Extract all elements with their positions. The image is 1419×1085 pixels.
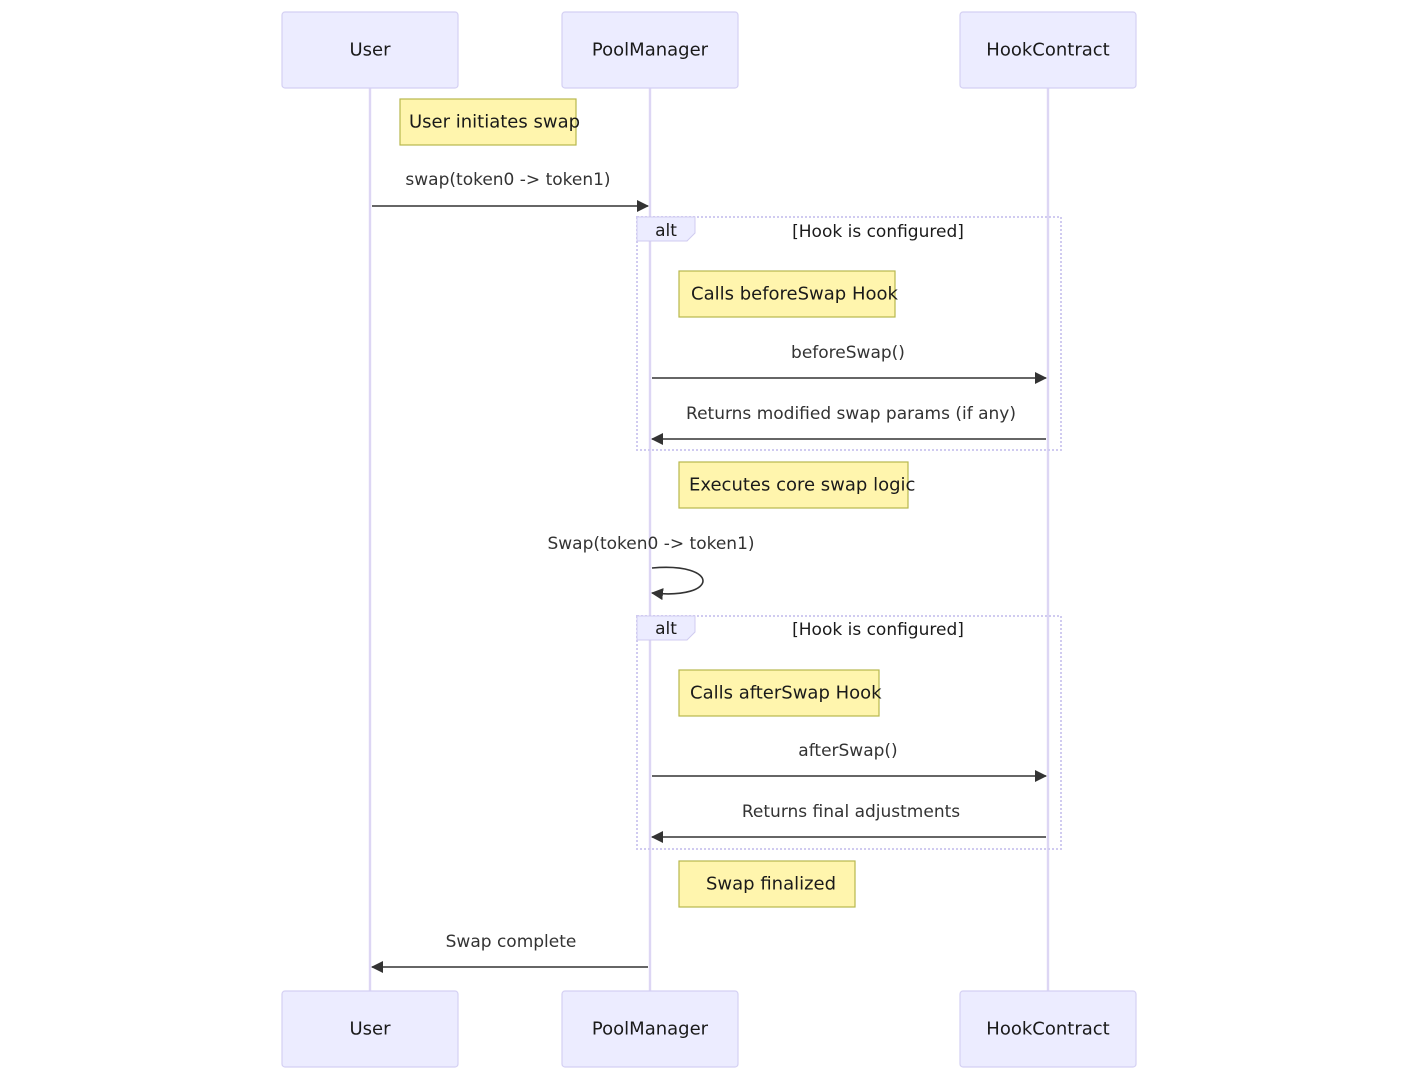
message-self-swap-arrow	[651, 566, 704, 601]
note-user-initiates-swap-text: User initiates swap	[409, 112, 580, 133]
message-self-swap-label: Swap(token0 -> token1)	[547, 534, 754, 554]
actor-poolmanager-bottom-label: PoolManager	[592, 1019, 709, 1040]
note-swap-finalized: Swap finalized	[678, 860, 856, 908]
actor-user-top: User	[281, 11, 459, 89]
alt-block-before-condition: [Hook is configured]	[792, 222, 964, 242]
actor-hookcontract-bottom-label: HookContract	[986, 1019, 1109, 1040]
actor-poolmanager-bottom: PoolManager	[561, 990, 739, 1068]
note-executes-core-text: Executes core swap logic	[689, 475, 915, 496]
message-beforeswap-label: beforeSwap()	[791, 343, 905, 363]
alt-block-before-label: alt	[655, 221, 677, 241]
note-calls-afterswap: Calls afterSwap Hook	[678, 669, 882, 717]
alt-block-before: alt [Hook is configured]	[636, 216, 1062, 451]
note-calls-afterswap-text: Calls afterSwap Hook	[690, 683, 882, 704]
note-user-initiates-swap: User initiates swap	[399, 98, 580, 146]
alt-block-after-condition: [Hook is configured]	[792, 620, 964, 640]
actor-user-bottom-label: User	[349, 1019, 391, 1040]
actor-poolmanager-top-label: PoolManager	[592, 40, 709, 61]
note-executes-core: Executes core swap logic	[678, 461, 915, 509]
note-calls-beforeswap-text: Calls beforeSwap Hook	[691, 284, 899, 305]
alt-block-after-label: alt	[655, 619, 677, 639]
actor-hookcontract-top: HookContract	[959, 11, 1137, 89]
message-before-return-label: Returns modified swap params (if any)	[686, 404, 1016, 424]
message-complete-label: Swap complete	[446, 932, 577, 952]
message-afterswap-label: afterSwap()	[798, 741, 897, 761]
message-after-return-label: Returns final adjustments	[742, 802, 960, 822]
actor-poolmanager-top: PoolManager	[561, 11, 739, 89]
message-swap-request-label: swap(token0 -> token1)	[405, 170, 610, 190]
note-calls-beforeswap: Calls beforeSwap Hook	[678, 270, 899, 318]
alt-block-after: alt [Hook is configured]	[636, 615, 1062, 850]
note-swap-finalized-text: Swap finalized	[706, 874, 836, 895]
actor-user-bottom: User	[281, 990, 459, 1068]
actor-user-top-label: User	[349, 40, 391, 61]
actor-hookcontract-bottom: HookContract	[959, 990, 1137, 1068]
actor-hookcontract-top-label: HookContract	[986, 40, 1109, 61]
